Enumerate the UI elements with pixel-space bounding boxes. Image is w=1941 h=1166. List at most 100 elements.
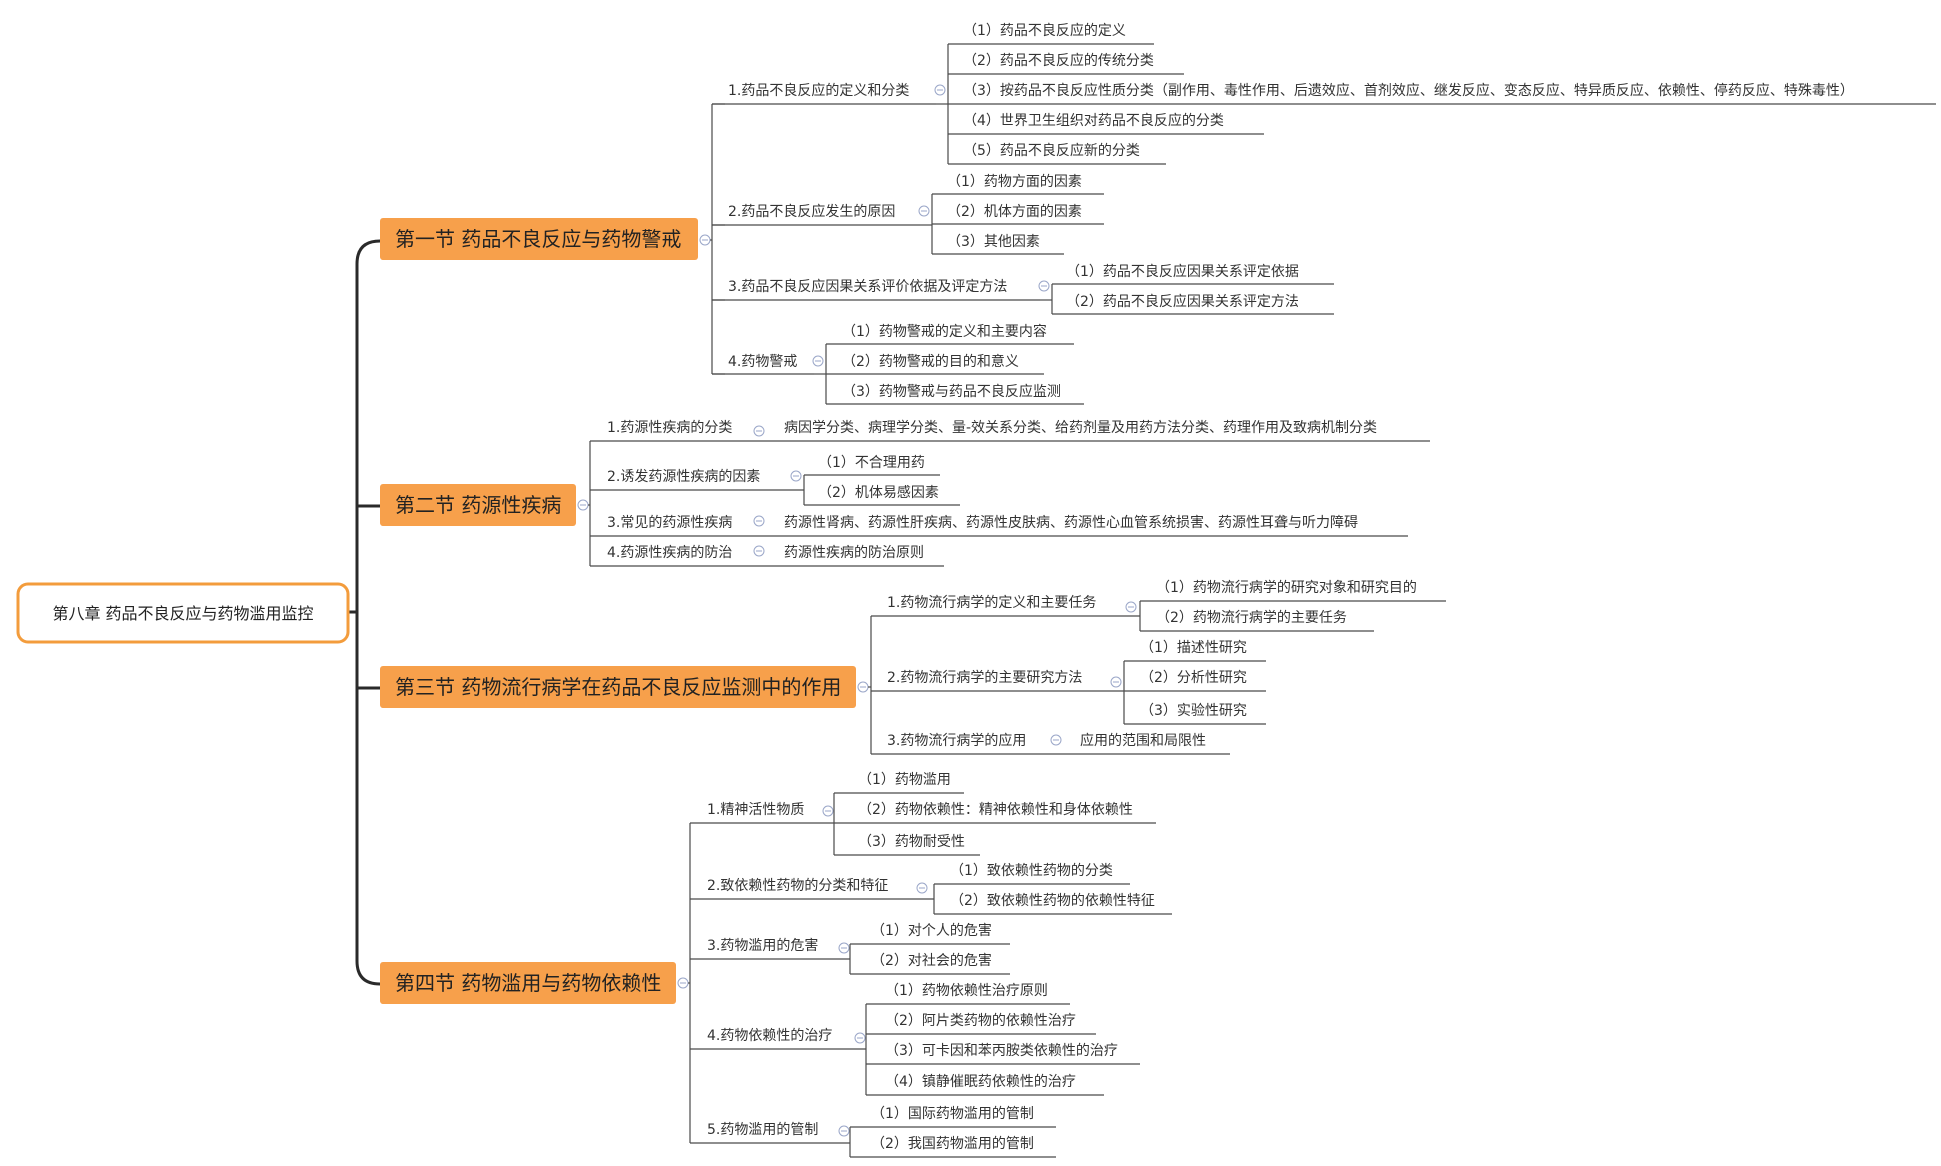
topic-4-3-toggle[interactable] bbox=[838, 942, 850, 954]
item-1-1-1: （1）药品不良反应的定义 bbox=[963, 22, 1126, 39]
item-1-1-5: （5）药品不良反应新的分类 bbox=[963, 142, 1140, 159]
section-3: 第三节 药物流行病学在药品不良反应监测中的作用 1.药物流行病学的定义和主要任务… bbox=[380, 580, 1446, 755]
topic-4-5[interactable]: 5.药物滥用的管制 （1）国际药物滥用的管制 （2）我国药物滥用的管制 bbox=[690, 1106, 1056, 1158]
item-4-1-1: （1）药物滥用 bbox=[858, 772, 951, 788]
item-4-4-4: （4）镇静催眠药依赖性的治疗 bbox=[885, 1074, 1076, 1090]
section-4-label: 第四节 药物滥用与药物依赖性 bbox=[395, 971, 661, 995]
topic-4-5-label: 5.药物滥用的管制 bbox=[707, 1122, 818, 1138]
topic-2-4-toggle[interactable] bbox=[753, 545, 765, 557]
topic-2-1[interactable]: 1.药源性疾病的分类 病因学分类、病理学分类、量-效关系分类、给药剂量及用药方法… bbox=[590, 420, 1430, 442]
item-2-4-1: 药源性疾病的防治原则 bbox=[784, 545, 924, 561]
topic-1-4[interactable]: 4.药物警戒 （1）药物警戒的定义和主要内容 （2）药物警戒的目的和意义 （3）… bbox=[712, 323, 1084, 405]
item-4-4-3: （3）可卡因和苯丙胺类依赖性的治疗 bbox=[885, 1042, 1118, 1059]
topic-4-2-label: 2.致依赖性药物的分类和特征 bbox=[707, 878, 888, 894]
topic-1-4-toggle[interactable] bbox=[812, 355, 824, 367]
item-3-2-1: （1）描述性研究 bbox=[1140, 640, 1247, 656]
topic-4-1[interactable]: 1.精神活性物质 （1）药物滥用 （2）药物依赖性：精神依赖性和身体依赖性 （3… bbox=[690, 772, 1156, 856]
topic-4-2[interactable]: 2.致依赖性药物的分类和特征 （1）致依赖性药物的分类 （2）致依赖性药物的依赖… bbox=[690, 863, 1172, 915]
section-2-box[interactable] bbox=[380, 484, 576, 526]
topic-1-2-toggle[interactable] bbox=[918, 205, 930, 217]
topic-3-3-label: 3.药物流行病学的应用 bbox=[887, 732, 1026, 749]
topic-1-1[interactable]: 1.药品不良反应的定义和分类 （1）药品不良反应的定义 （2）药品不良反应的传统… bbox=[712, 22, 1936, 165]
item-1-4-3: （3）药物警戒与药品不良反应监测 bbox=[842, 383, 1061, 400]
section-1: 第一节 药品不良反应与药物警戒 1.药品不良反应的定义和分类 （1）药品不良反应… bbox=[380, 22, 1936, 405]
topic-2-1-toggle[interactable] bbox=[753, 425, 765, 437]
topic-3-1[interactable]: 1.药物流行病学的定义和主要任务 （1）药物流行病学的研究对象和研究目的 （2）… bbox=[871, 580, 1446, 632]
section-2: 第二节 药源性疾病 1.药源性疾病的分类 病因学分类、病理学分类、量-效关系分类… bbox=[380, 420, 1430, 567]
item-4-3-1: （1）对个人的危害 bbox=[871, 923, 992, 939]
topic-3-2-label: 2.药物流行病学的主要研究方法 bbox=[887, 670, 1082, 686]
topic-1-1-toggle[interactable] bbox=[934, 84, 946, 96]
item-4-4-1: （1）药物依赖性治疗原则 bbox=[885, 983, 1048, 999]
section-3-label: 第三节 药物流行病学在药品不良反应监测中的作用 bbox=[395, 675, 841, 699]
root-label: 第八章 药品不良反应与药物滥用监控 bbox=[52, 604, 313, 623]
topic-2-4-label: 4.药源性疾病的防治 bbox=[607, 545, 732, 561]
topic-2-2[interactable]: 2.诱发药源性疾病的因素 （1）不合理用药 （2）机体易感因素 bbox=[590, 455, 960, 506]
topic-4-5-toggle[interactable] bbox=[838, 1125, 850, 1137]
item-3-1-1: （1）药物流行病学的研究对象和研究目的 bbox=[1156, 580, 1417, 596]
topic-1-2[interactable]: 2.药品不良反应发生的原因 （1）药物方面的因素 （2）机体方面的因素 （3）其… bbox=[712, 174, 1104, 255]
item-2-2-2: （2）机体易感因素 bbox=[818, 484, 939, 501]
topic-3-3-toggle[interactable] bbox=[1050, 734, 1062, 746]
item-1-2-1: （1）药物方面的因素 bbox=[947, 174, 1082, 190]
topic-3-2-toggle[interactable] bbox=[1110, 676, 1122, 688]
item-3-3-1: 应用的范围和局限性 bbox=[1080, 732, 1206, 749]
item-3-2-3: （3）实验性研究 bbox=[1140, 703, 1247, 719]
topic-3-1-label: 1.药物流行病学的定义和主要任务 bbox=[887, 595, 1096, 611]
item-3-2-2: （2）分析性研究 bbox=[1140, 670, 1247, 686]
topic-4-4[interactable]: 4.药物依赖性的治疗 （1）药物依赖性治疗原则 （2）阿片类药物的依赖性治疗 （… bbox=[690, 983, 1140, 1096]
item-1-3-2: （2）药品不良反应因果关系评定方法 bbox=[1066, 293, 1299, 310]
topic-3-3[interactable]: 3.药物流行病学的应用 应用的范围和局限性 bbox=[871, 732, 1230, 755]
item-1-4-2: （2）药物警戒的目的和意义 bbox=[842, 353, 1019, 370]
section-3-toggle[interactable] bbox=[857, 681, 869, 693]
item-4-3-2: （2）对社会的危害 bbox=[871, 953, 992, 969]
topic-4-3[interactable]: 3.药物滥用的危害 （1）对个人的危害 （2）对社会的危害 bbox=[690, 923, 1010, 975]
section-1-toggle[interactable] bbox=[699, 234, 711, 246]
item-2-2-1: （1）不合理用药 bbox=[818, 455, 925, 471]
topic-4-1-label: 1.精神活性物质 bbox=[707, 802, 804, 818]
item-1-4-1: （1）药物警戒的定义和主要内容 bbox=[842, 323, 1047, 340]
item-3-1-2: （2）药物流行病学的主要任务 bbox=[1156, 610, 1347, 626]
topic-2-2-toggle[interactable] bbox=[790, 470, 802, 482]
section-3-box[interactable] bbox=[380, 666, 856, 708]
topic-1-2-label: 2.药品不良反应发生的原因 bbox=[728, 203, 895, 220]
topic-1-1-label: 1.药品不良反应的定义和分类 bbox=[728, 82, 909, 99]
topic-3-2[interactable]: 2.药物流行病学的主要研究方法 （1）描述性研究 （2）分析性研究 （3）实验性… bbox=[871, 640, 1266, 725]
topic-2-4[interactable]: 4.药源性疾病的防治 药源性疾病的防治原则 bbox=[590, 545, 944, 567]
topic-4-4-toggle[interactable] bbox=[854, 1032, 866, 1044]
topic-1-3-toggle[interactable] bbox=[1038, 280, 1050, 292]
topic-1-4-label: 4.药物警戒 bbox=[728, 354, 797, 370]
section-2-toggle[interactable] bbox=[577, 499, 589, 511]
item-1-2-2: （2）机体方面的因素 bbox=[947, 204, 1082, 220]
item-4-1-2: （2）药物依赖性：精神依赖性和身体依赖性 bbox=[858, 802, 1133, 818]
root-node[interactable]: 第八章 药品不良反应与药物滥用监控 bbox=[16, 582, 350, 644]
topic-2-3[interactable]: 3.常见的药源性疾病 药源性肾病、药源性肝疾病、药源性皮肤病、药源性心血管系统损… bbox=[590, 515, 1408, 537]
item-4-5-2: （2）我国药物滥用的管制 bbox=[871, 1136, 1034, 1152]
item-4-2-1: （1）致依赖性药物的分类 bbox=[950, 863, 1113, 879]
topic-4-1-toggle[interactable] bbox=[822, 805, 834, 817]
topic-2-3-toggle[interactable] bbox=[753, 515, 765, 527]
topic-3-1-toggle[interactable] bbox=[1125, 601, 1137, 613]
item-2-3-1: 药源性肾病、药源性肝疾病、药源性皮肤病、药源性心血管系统损害、药源性耳聋与听力障… bbox=[784, 515, 1358, 531]
item-1-1-3: （3）按药品不良反应性质分类（副作用、毒性作用、后遗效应、首剂效应、继发反应、变… bbox=[963, 82, 1854, 99]
section-4-box[interactable] bbox=[380, 962, 676, 1004]
section-1-box[interactable] bbox=[380, 218, 698, 260]
section-2-label: 第二节 药源性疾病 bbox=[395, 493, 561, 517]
main-trunk bbox=[347, 239, 382, 986]
topic-2-1-label: 1.药源性疾病的分类 bbox=[607, 420, 732, 436]
item-1-1-4: （4）世界卫生组织对药品不良反应的分类 bbox=[963, 112, 1224, 129]
topic-4-3-label: 3.药物滥用的危害 bbox=[707, 938, 818, 954]
item-2-1-1: 病因学分类、病理学分类、量-效关系分类、给药剂量及用药方法分类、药理作用及致病机… bbox=[784, 420, 1377, 436]
item-4-5-1: （1）国际药物滥用的管制 bbox=[871, 1106, 1034, 1122]
topic-1-3[interactable]: 3.药品不良反应因果关系评价依据及评定方法 （1）药品不良反应因果关系评定依据 … bbox=[712, 263, 1334, 315]
topic-2-3-label: 3.常见的药源性疾病 bbox=[607, 515, 732, 531]
section-4-toggle[interactable] bbox=[677, 977, 689, 989]
topic-4-2-toggle[interactable] bbox=[916, 882, 928, 894]
item-4-2-2: （2）致依赖性药物的依赖性特征 bbox=[950, 893, 1155, 909]
item-1-2-3: （3）其他因素 bbox=[947, 234, 1040, 250]
topic-2-2-label: 2.诱发药源性疾病的因素 bbox=[607, 469, 760, 485]
item-1-3-1: （1）药品不良反应因果关系评定依据 bbox=[1066, 263, 1299, 280]
item-4-4-2: （2）阿片类药物的依赖性治疗 bbox=[885, 1013, 1076, 1029]
item-4-1-3: （3）药物耐受性 bbox=[858, 834, 965, 850]
